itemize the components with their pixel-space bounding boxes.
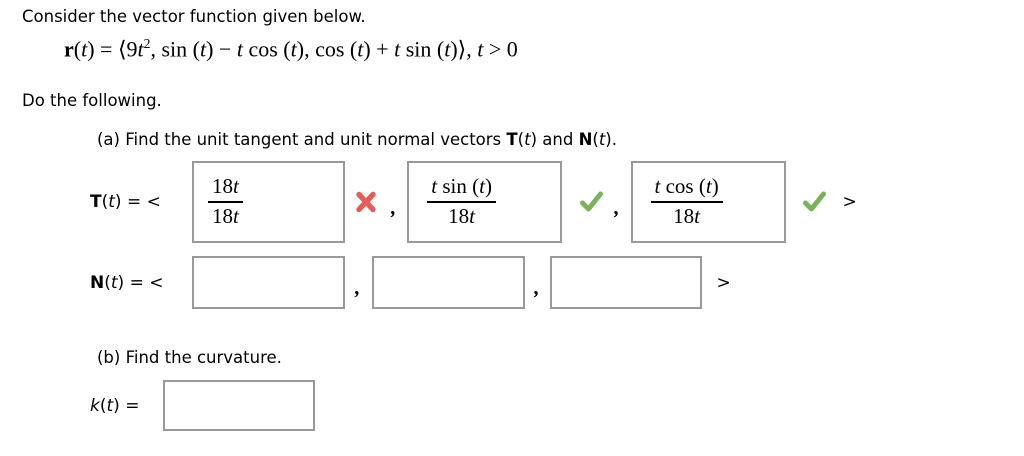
t-label: T(t) = <: [90, 192, 161, 212]
fraction-denominator: 18t: [212, 204, 239, 228]
fraction-denominator: 18t: [673, 204, 701, 228]
fraction-numerator: t sin (t): [427, 175, 496, 203]
incorrect-icon: [353, 190, 379, 214]
fraction-numerator: 18t: [208, 175, 243, 203]
comma-separator: ,: [355, 275, 361, 299]
answer-box-n3[interactable]: [549, 256, 702, 309]
instruction-text: Do the following.: [22, 91, 162, 110]
part-a-heading: (a) Find the unit tangent and unit norma…: [97, 130, 617, 149]
part-b-heading: (b) Find the curvature.: [97, 348, 282, 367]
fraction-t3: t cos (t) 18t: [650, 175, 723, 228]
answer-box-n1[interactable]: [192, 256, 345, 309]
answer-box-t2[interactable]: t sin (t) 18t: [407, 161, 563, 243]
correct-icon: [579, 191, 604, 213]
comma-separator: ,: [534, 275, 540, 299]
answer-box-t1[interactable]: 18t 18t: [192, 161, 345, 243]
fraction-t2: t sin (t) 18t: [427, 175, 496, 228]
k-row: k(t) =: [90, 380, 315, 431]
fraction-t1: 18t 18t: [208, 175, 243, 228]
comma-separator: ,: [614, 194, 620, 219]
answer-box-k[interactable]: [163, 380, 315, 431]
n-row: N(t) = < , , >: [90, 256, 731, 309]
k-label: k(t) =: [90, 395, 140, 416]
answer-box-t3[interactable]: t cos (t) 18t: [630, 161, 786, 243]
comma-separator: ,: [391, 194, 397, 219]
n-label: N(t) = <: [90, 272, 164, 293]
correct-icon: [802, 191, 827, 213]
close-angle-bracket: >: [716, 272, 731, 293]
answer-box-n2[interactable]: [372, 256, 526, 309]
t-row: T(t) = < 18t 18t , t sin (t) 18t ,: [90, 161, 857, 243]
fraction-denominator: 18t: [448, 204, 476, 228]
close-angle-bracket: >: [842, 192, 857, 212]
vector-function-formula: r(t) = ⟨9t2, sin (t) − t cos (t), cos (t…: [64, 36, 518, 62]
fraction-numerator: t cos (t): [650, 175, 723, 203]
problem-intro-text: Consider the vector function given below…: [22, 7, 366, 26]
